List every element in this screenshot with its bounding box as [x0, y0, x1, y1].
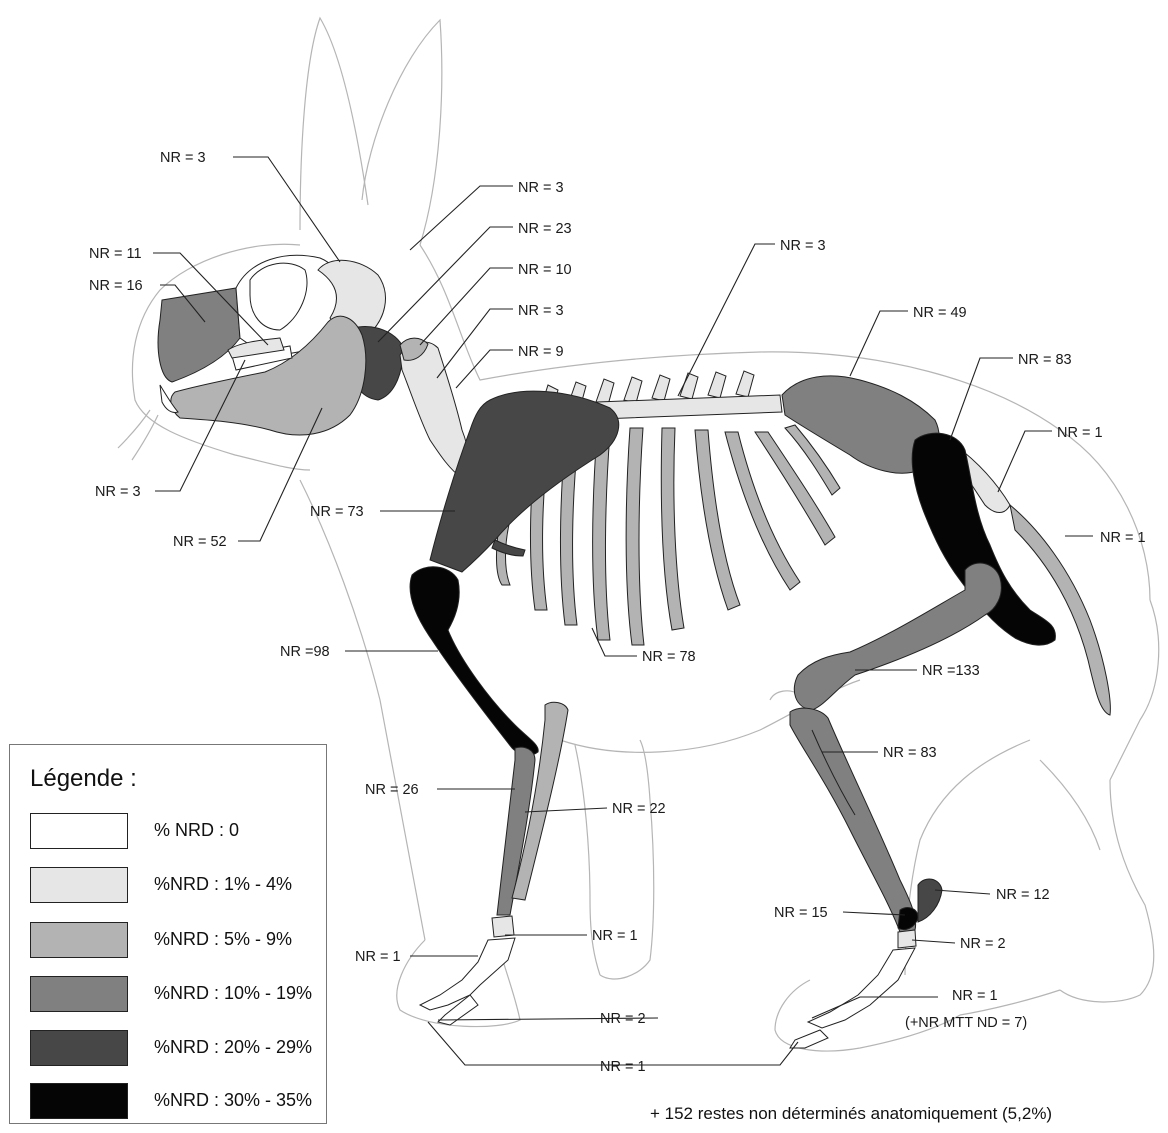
label-maxilla: NR = 16 [89, 278, 143, 294]
humerus-bone [410, 567, 538, 756]
label-scapula: NR = 73 [310, 504, 364, 520]
label-carpals: NR = 1 [592, 928, 638, 944]
label-atlas-axis: NR = 23 [518, 221, 572, 237]
tibia-bone [790, 708, 916, 932]
calcaneus-bone [918, 879, 942, 922]
label-sacrum: NR = 1 [1057, 425, 1103, 441]
legend-item: %NRD : 20% - 29% [30, 1030, 320, 1070]
legend-swatch [30, 1083, 128, 1119]
label-caudal: NR = 1 [1100, 530, 1146, 546]
legend-label: %NRD : 30% - 35% [154, 1090, 312, 1111]
label-humerus: NR =98 [280, 644, 330, 660]
label-astragalus: NR = 15 [774, 905, 828, 921]
label-mandible: NR = 52 [173, 534, 227, 550]
legend: Légende : % NRD : 0 %NRD : 1% - 4% %NRD … [9, 744, 327, 1124]
legend-item: %NRD : 1% - 4% [30, 867, 320, 907]
legend-swatch [30, 976, 128, 1012]
label-cervical-3: NR = 9 [518, 344, 564, 360]
label-ear-ossicle: NR = 3 [518, 180, 564, 196]
hind-paw-bones [790, 930, 916, 1048]
label-metacarpals: NR = 1 [355, 949, 401, 965]
label-thoracic: NR = 3 [780, 238, 826, 254]
legend-swatch [30, 1030, 128, 1066]
label-calcaneus: NR = 12 [996, 887, 1050, 903]
label-metatarsals-note: (+NR MTT ND = 7) [905, 1015, 1027, 1031]
legend-label: %NRD : 5% - 9% [154, 929, 292, 950]
legend-item: %NRD : 5% - 9% [30, 922, 320, 962]
label-tibia: NR = 83 [883, 745, 937, 761]
label-phalanges-bottom: NR = 1 [600, 1059, 646, 1075]
skull [158, 255, 402, 435]
legend-swatch [30, 867, 128, 903]
label-cervical-1: NR = 10 [518, 262, 572, 278]
label-cervical-2: NR = 3 [518, 303, 564, 319]
legend-item: %NRD : 30% - 35% [30, 1083, 320, 1123]
legend-title: Légende : [30, 765, 137, 793]
legend-item: %NRD : 10% - 19% [30, 976, 320, 1016]
label-ulna: NR = 22 [612, 801, 666, 817]
legend-label: % NRD : 0 [154, 820, 239, 841]
label-metatarsals: NR = 1 [952, 988, 998, 1004]
front-paw-bones [420, 916, 515, 1025]
legend-label: %NRD : 20% - 29% [154, 1037, 312, 1058]
legend-label: %NRD : 1% - 4% [154, 874, 292, 895]
label-front-phalanges: NR = 2 [600, 1011, 646, 1027]
label-lumbar: NR = 49 [913, 305, 967, 321]
label-femur: NR =133 [922, 663, 980, 679]
label-radius: NR = 26 [365, 782, 419, 798]
label-premaxilla: NR = 11 [89, 246, 142, 262]
footnote: + 152 restes non déterminés anatomiqueme… [650, 1104, 1052, 1124]
cervical-vertebrae [400, 342, 468, 478]
legend-label: %NRD : 10% - 19% [154, 983, 312, 1004]
femur-bone [794, 563, 1001, 710]
label-nasal: NR = 3 [160, 150, 206, 166]
label-pelvis: NR = 83 [1018, 352, 1072, 368]
label-tarsals: NR = 2 [960, 936, 1006, 952]
legend-swatch [30, 922, 128, 958]
label-ribs: NR = 78 [642, 649, 696, 665]
legend-item: % NRD : 0 [30, 813, 320, 853]
label-incisor-teeth: NR = 3 [95, 484, 141, 500]
legend-swatch [30, 813, 128, 849]
